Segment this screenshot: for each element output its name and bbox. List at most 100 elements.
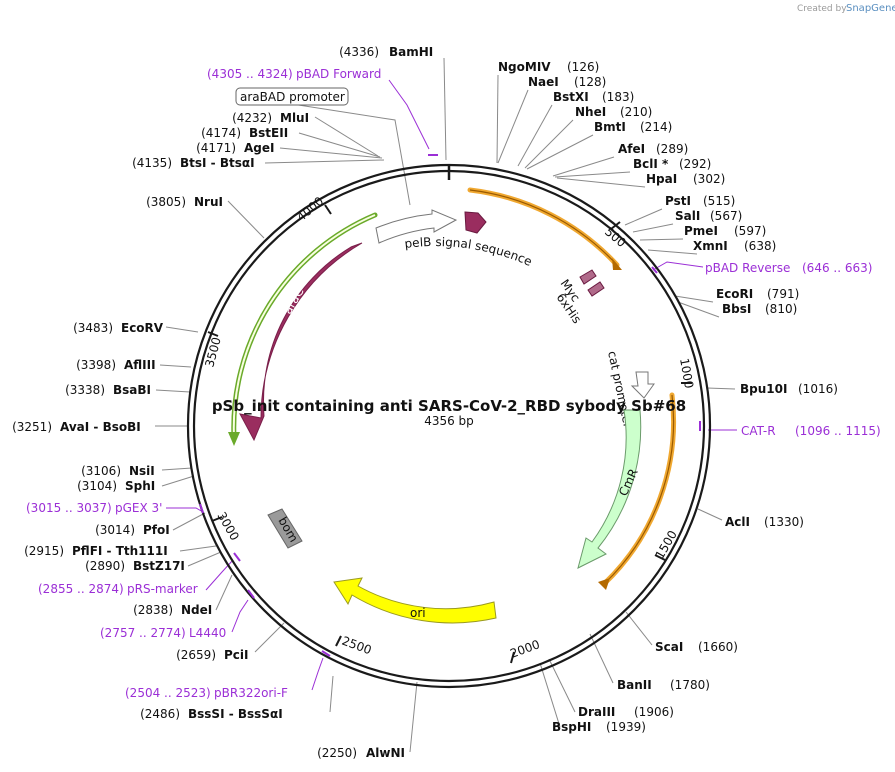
- arac-region-arc-core: [232, 214, 376, 439]
- site-name-acli: AclI: [725, 515, 750, 529]
- tick-500: 500: [602, 225, 629, 250]
- site-pos-nhei: (210): [620, 105, 652, 119]
- tick-2000: 2000: [508, 637, 541, 661]
- site-name-naei: NaeI: [528, 75, 559, 89]
- site-name-nrui: NruI: [194, 195, 223, 209]
- scale-marks: [207, 204, 692, 664]
- arabad-promoter-label: araBAD promoter: [240, 90, 345, 104]
- site-name-bbsi: BbsI: [722, 302, 751, 316]
- site-name-ndei: NdeI: [181, 603, 212, 617]
- arac-arrow: [239, 242, 363, 442]
- site-pos-bstxi: (183): [602, 90, 634, 104]
- site-leaders: [155, 57, 736, 753]
- site-name-bmti: BmtI: [594, 120, 626, 134]
- site-name-bsabi: BsaBI: [113, 383, 151, 397]
- site-name-bsteii: BstEII: [249, 126, 288, 140]
- his-arrow: [587, 281, 605, 297]
- site-pos-bstz17i: (2890): [85, 559, 125, 573]
- site-pos-psti: (515): [703, 194, 735, 208]
- site-name-agei: AgeI: [244, 141, 274, 155]
- pelb-label-path: pelB signal sequence: [404, 235, 534, 269]
- site-name-bstxi: BstXI: [553, 90, 589, 104]
- site-name-afei: AfeI: [618, 142, 645, 156]
- primer-leaders: [166, 79, 737, 691]
- primer-range-pbad-forward: (4305 .. 4324): [207, 67, 293, 81]
- site-pos-afliii: (3398): [76, 358, 116, 372]
- site-pos-bcli: (292): [679, 157, 711, 171]
- site-pos-pflfi: (2915): [24, 544, 64, 558]
- site-name-nhei: NheI: [575, 105, 606, 119]
- site-pos-ecori: (791): [767, 287, 799, 301]
- site-name-ecori: EcoRI: [716, 287, 753, 301]
- ori-arrow: [333, 577, 497, 624]
- plasmid-title: pSb_init containing anti SARS-CoV-2_RBD …: [212, 397, 686, 415]
- site-pos-pmei: (597): [734, 224, 766, 238]
- site-pos-bsssi: (2486): [140, 707, 180, 721]
- primer-marks: [199, 154, 701, 657]
- site-name-pmei: PmeI: [684, 224, 718, 238]
- myc-arrow: [579, 269, 597, 285]
- arabad-promoter-box: [235, 87, 349, 106]
- site-name-avai: AvaI - BsoBI: [60, 420, 141, 434]
- site-name-mlui: MluI: [280, 111, 309, 125]
- primer-range-pbad-reverse: (646 .. 663): [802, 261, 872, 275]
- site-pos-nrui: (3805): [146, 195, 186, 209]
- primer-range-pgex3: (3015 .. 3037): [26, 501, 112, 515]
- primer-labels: (4305 .. 4324) pBAD Forward pBAD Reverse…: [26, 67, 881, 700]
- site-name-btsi: BtsI - BtsαI: [180, 156, 255, 170]
- primer-range-prs-marker: (2855 .. 2874): [38, 582, 124, 596]
- site-pos-draiii: (1906): [634, 705, 674, 719]
- site-name-bsphi: BspHI: [552, 720, 591, 734]
- site-pos-acli: (1330): [764, 515, 804, 529]
- site-name-afliii: AflIII: [124, 358, 156, 372]
- credit-brand: SnapGene: [846, 3, 895, 14]
- site-name-sali: SalI: [675, 209, 700, 223]
- site-name-pflfi: PflFI - Tth111I: [72, 544, 168, 558]
- pelb-arrow: [464, 211, 487, 234]
- site-labels-left: (4336) BamHI (4232) MluI (4174) BstEII (…: [12, 45, 433, 760]
- cat-promoter-arrow: [630, 371, 655, 399]
- site-name-ecorv: EcoRV: [121, 321, 164, 335]
- tick-2500: 2500: [340, 634, 373, 658]
- site-name-bpu10i: Bpu10I: [740, 382, 787, 396]
- site-pos-avai: (3251): [12, 420, 52, 434]
- site-pos-bmti: (214): [640, 120, 672, 134]
- plasmid-length: 4356 bp: [424, 414, 474, 428]
- site-name-bstz17i: BstZ17I: [133, 559, 185, 573]
- site-name-ngomiv: NgoMIV: [498, 60, 551, 74]
- site-pos-bsteii: (4174): [201, 126, 241, 140]
- cmr-label: CmR: [616, 467, 641, 499]
- site-pos-btsi: (4135): [132, 156, 172, 170]
- primer-name-l4440: L4440: [189, 626, 226, 640]
- sybody-arc-core: [469, 189, 618, 266]
- site-name-banii: BanII: [617, 678, 652, 692]
- cat-region-arrowhead: [598, 578, 610, 590]
- site-pos-agei: (4171): [196, 141, 236, 155]
- promoter-leader: [291, 103, 411, 206]
- site-name-bamhi: BamHI: [389, 45, 433, 59]
- arabad-promoter-arrow: [375, 209, 458, 244]
- pelb-label: pelB signal sequence: [404, 235, 534, 269]
- bom-box: [267, 508, 303, 549]
- primer-range-pbr322ori-f: (2504 .. 2523): [125, 686, 211, 700]
- site-name-psti: PstI: [665, 194, 691, 208]
- site-name-bsssi: BssSI - BssSαI: [188, 707, 283, 721]
- site-pos-bpu10i: (1016): [798, 382, 838, 396]
- site-name-sphi: SphI: [125, 479, 155, 493]
- site-pos-ecorv: (3483): [73, 321, 113, 335]
- tick-1000: 1000: [677, 357, 696, 390]
- primer-name-pbr322ori-f: pBR322ori-F: [214, 686, 288, 700]
- site-pos-ngomiv: (126): [567, 60, 599, 74]
- site-name-draiii: DraIII: [578, 705, 615, 719]
- primer-name-cat-r: CAT-R: [741, 424, 776, 438]
- site-name-alwni: AlwNI: [366, 746, 405, 760]
- site-pos-afei: (289): [656, 142, 688, 156]
- site-labels-right: NgoMIV (126) NaeI (128) BstXI (183) NheI…: [498, 60, 838, 734]
- site-name-pfoi: PfoI: [143, 523, 170, 537]
- cat-region-arc-core: [603, 394, 675, 585]
- site-name-bcli: BclI *: [633, 157, 669, 171]
- site-pos-sali: (567): [710, 209, 742, 223]
- site-pos-alwni: (2250): [317, 746, 357, 760]
- arac-region-arrowhead: [228, 432, 240, 446]
- primer-name-prs-marker: pRS-marker: [127, 582, 198, 596]
